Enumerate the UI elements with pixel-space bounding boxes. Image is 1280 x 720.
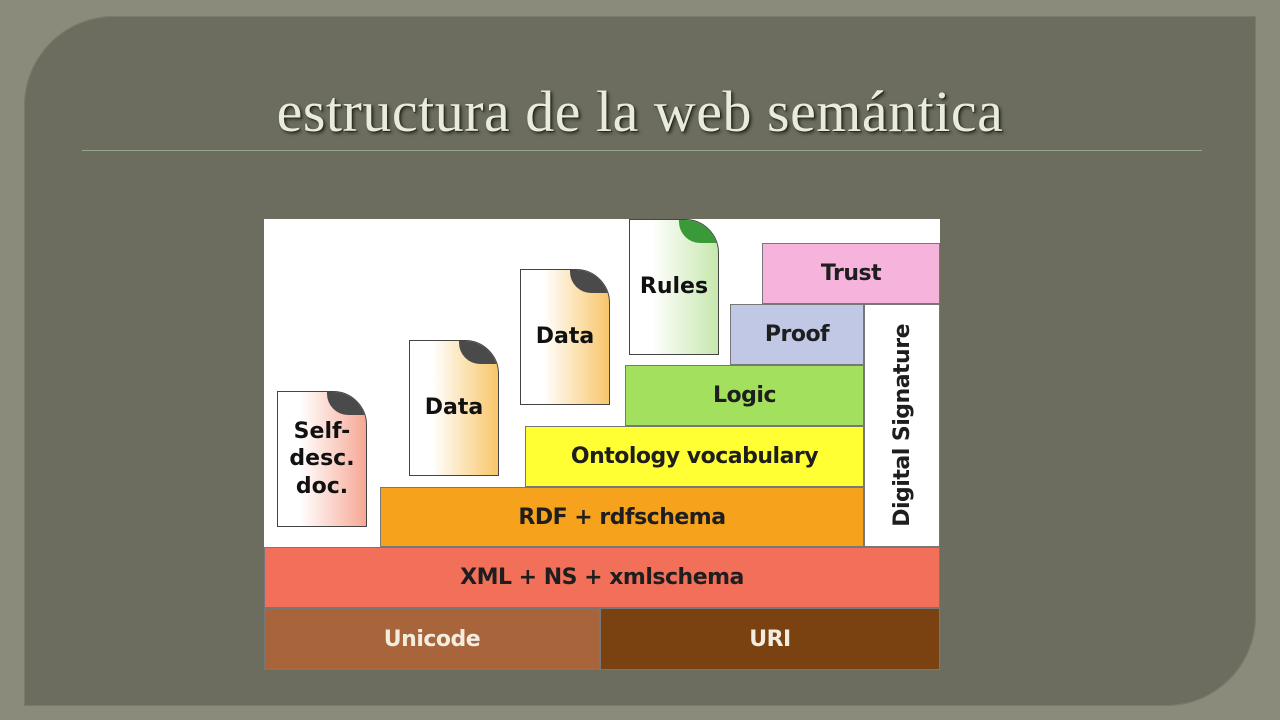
self-desc-doc-label: Self- desc. doc. xyxy=(289,418,355,499)
rdf-rdfschema-layer: RDF + rdfschema xyxy=(380,487,864,547)
proof-layer: Proof xyxy=(730,304,864,365)
digital-signature-label: Digital Signature xyxy=(889,324,915,527)
title-divider xyxy=(82,150,1202,151)
xml-ns-xmlschema-label: XML + NS + xmlschema xyxy=(460,565,744,590)
proof-label: Proof xyxy=(764,322,830,347)
page-fold-icon xyxy=(459,341,498,364)
xml-ns-xmlschema-layer: XML + NS + xmlschema xyxy=(264,547,940,608)
trust-layer: Trust xyxy=(762,243,940,304)
uri-layer: URI xyxy=(600,608,940,670)
rdf-rdfschema-label: RDF + rdfschema xyxy=(518,504,726,530)
ontology-vocabulary-layer: Ontology vocabulary xyxy=(525,426,864,487)
digital-signature-layer: Digital Signature xyxy=(864,304,940,547)
data-document-2: Data xyxy=(520,269,610,405)
unicode-label: Unicode xyxy=(383,626,481,652)
data-document-1: Data xyxy=(409,340,499,476)
slide-title: estructura de la web semántica xyxy=(276,79,1004,144)
ontology-vocabulary-label: Ontology vocabulary xyxy=(570,444,819,469)
semantic-web-stack-diagram: Self- desc. doc. Data Data Rules Trust P… xyxy=(264,219,940,670)
logic-label: Logic xyxy=(713,383,776,408)
page-fold-icon xyxy=(570,270,609,293)
self-describing-document: Self- desc. doc. xyxy=(277,391,367,527)
logic-layer: Logic xyxy=(625,365,864,426)
unicode-layer: Unicode xyxy=(264,608,600,670)
data-document-2-label: Data xyxy=(535,324,595,350)
page-fold-icon xyxy=(679,220,718,243)
rules-document-label: Rules xyxy=(639,274,709,300)
rules-document: Rules xyxy=(629,219,719,355)
data-document-1-label: Data xyxy=(424,395,484,421)
page-fold-icon xyxy=(327,392,366,415)
uri-label: URI xyxy=(749,626,791,652)
trust-label: Trust xyxy=(820,261,882,286)
